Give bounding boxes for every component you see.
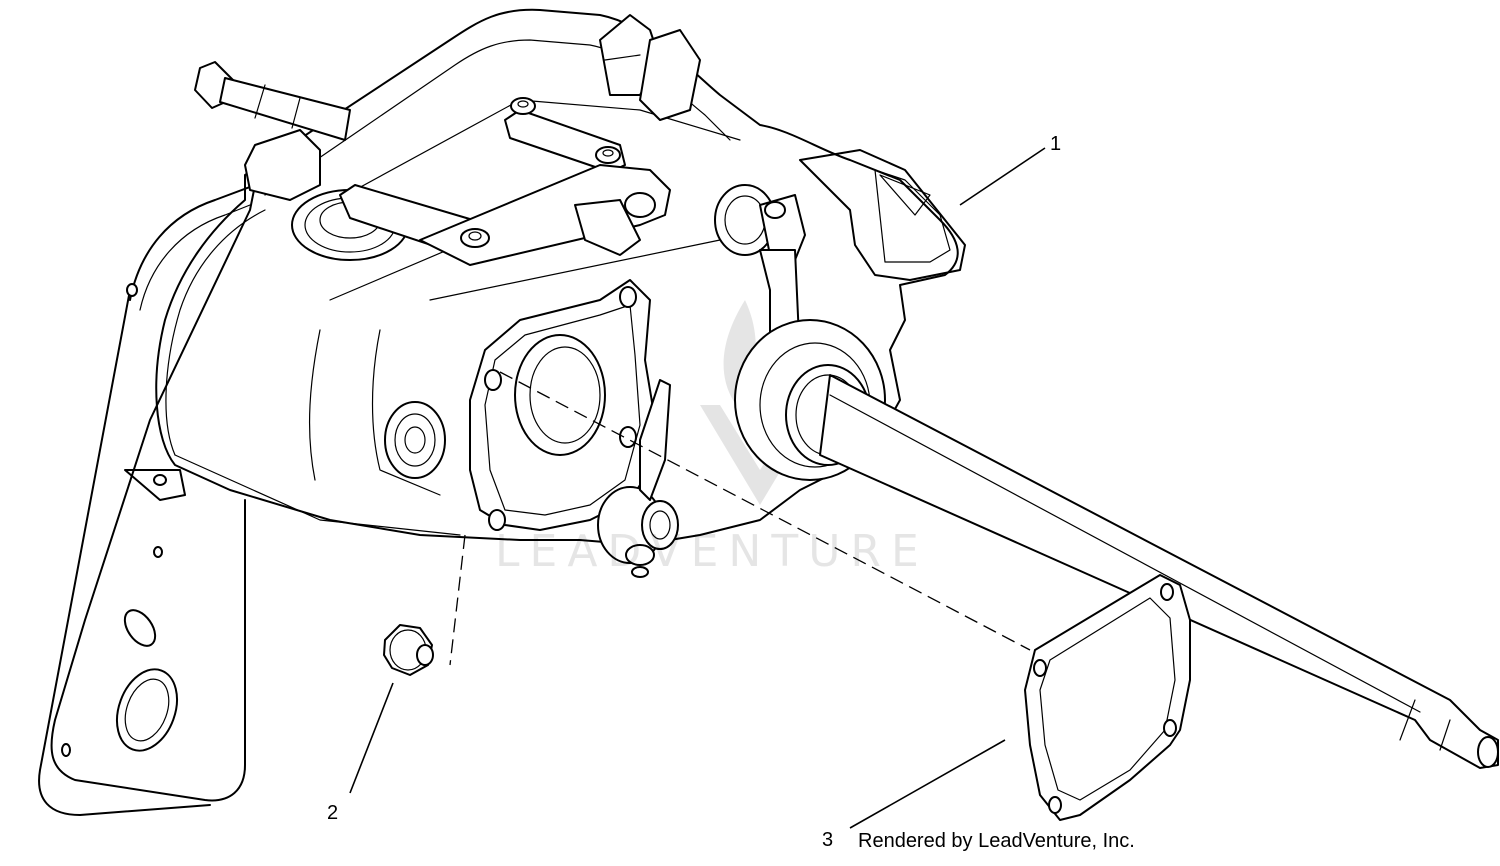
axle-shaft	[819, 374, 1499, 769]
upper-shaft	[194, 61, 351, 201]
left-bearing	[384, 401, 446, 479]
leader-lines	[349, 147, 1046, 829]
callout-3: 3	[822, 829, 834, 851]
leader-line-2	[349, 682, 394, 794]
gasket	[1024, 574, 1191, 821]
mounting-bracket	[38, 184, 256, 816]
shift-linkage	[339, 97, 671, 266]
leader-line-1	[959, 147, 1046, 206]
callout-1: 1	[1050, 133, 1062, 155]
leader-line-3	[849, 739, 1006, 829]
explosion-lines	[449, 371, 1031, 666]
watermark-text: LEADVENTURE	[495, 526, 929, 577]
credit-text: Rendered by LeadVenture, Inc.	[858, 830, 1135, 852]
callout-2: 2	[327, 802, 339, 824]
flange-nut	[383, 624, 434, 676]
lower-shift-arm	[597, 379, 679, 578]
gear-housing	[155, 8, 966, 546]
